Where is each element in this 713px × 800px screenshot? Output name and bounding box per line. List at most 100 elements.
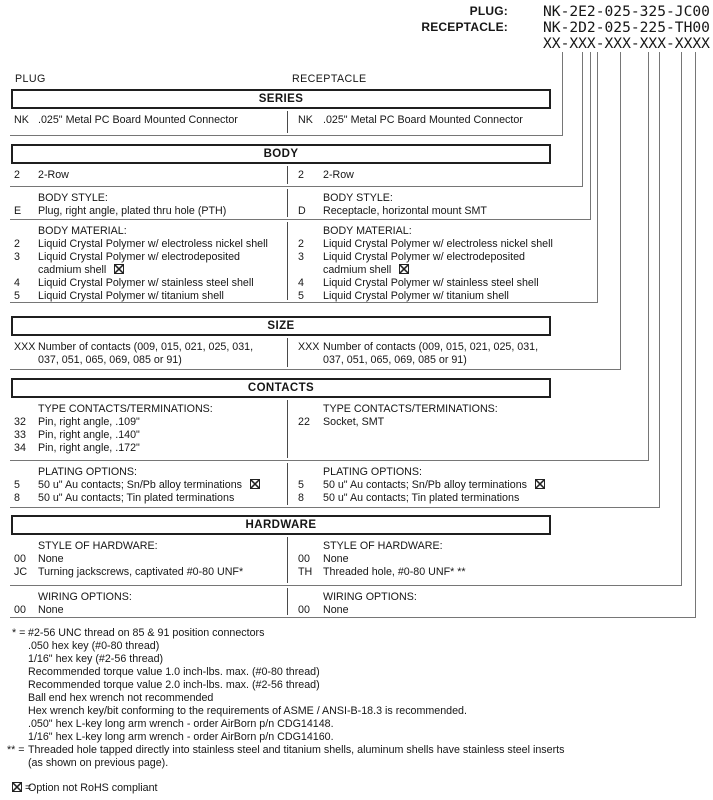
- option-code: XXX: [14, 341, 36, 353]
- subsection-heading: STYLE OF HARDWARE:: [38, 540, 158, 552]
- option-desc-line: .025" Metal PC Board Mounted Connector: [38, 114, 238, 126]
- option-row: 33 Pin, right angle, .140": [14, 429, 284, 442]
- option-desc-line: None: [38, 604, 64, 616]
- subsection-heading: STYLE OF HARDWARE:: [323, 540, 443, 552]
- option-desc: 2-Row: [323, 169, 563, 182]
- option-code: 32: [14, 416, 26, 428]
- option-code: 8: [298, 492, 304, 504]
- option-code: 34: [14, 442, 26, 454]
- column-divider: [287, 222, 288, 300]
- option-desc-line: cadmium shell: [38, 264, 284, 277]
- option-code: 2: [298, 169, 304, 181]
- option-desc: Liquid Crystal Polymer w/ electrodeposit…: [323, 251, 563, 277]
- option-desc: 50 u" Au contacts; Sn/Pb alloy terminati…: [323, 479, 563, 492]
- not-rohs-compliant-icon: [250, 479, 261, 489]
- subsection-bottom-line: [10, 585, 682, 586]
- option-desc: Liquid Crystal Polymer w/ electroless ni…: [323, 238, 563, 251]
- option-desc: Pin, right angle, .140": [38, 429, 284, 442]
- option-code: NK: [14, 114, 29, 126]
- subsection-bottom-line: [10, 219, 591, 220]
- connector-line-vertical: [695, 52, 696, 617]
- footnote-line: * =#2-56 UNC thread on 85 & 91 position …: [12, 627, 265, 639]
- option-desc-line: Threaded hole, #0-80 UNF* **: [323, 566, 466, 578]
- footnote-line: 1/16" hex L-key long arm wrench - order …: [28, 731, 334, 743]
- option-code: 5: [14, 479, 20, 491]
- option-code: 3: [298, 251, 304, 263]
- option-desc-line: Pin, right angle, .109": [38, 416, 140, 428]
- connector-line-vertical: [590, 52, 591, 219]
- option-desc-line: 2-Row: [38, 169, 69, 181]
- option-desc-line: Liquid Crystal Polymer w/ titanium shell: [323, 290, 509, 302]
- footnote-line: =Option not RoHS compliant: [0, 782, 578, 795]
- column-divider: [287, 111, 288, 133]
- footnote-line: Hex wrench key/bit conforming to the req…: [28, 705, 467, 717]
- option-code: 33: [14, 429, 26, 441]
- option-desc: None: [38, 553, 284, 566]
- option-code: 00: [14, 553, 26, 565]
- column-divider: [287, 166, 288, 184]
- section-header-size: SIZE: [11, 316, 551, 336]
- footnotes: * =#2-56 UNC thread on 85 & 91 position …: [0, 627, 578, 795]
- footnote-line: .050 hex key (#0-80 thread): [28, 640, 160, 652]
- option-desc-line: Pin, right angle, .140": [38, 429, 140, 441]
- option-desc: Threaded hole, #0-80 UNF* **: [323, 566, 563, 579]
- footnote-line: Recommended torque value 2.0 inch-lbs. m…: [28, 679, 320, 691]
- connector-line-vertical: [648, 52, 649, 460]
- option-desc: Liquid Crystal Polymer w/ electrodeposit…: [38, 251, 284, 277]
- option-desc: None: [323, 604, 563, 617]
- option-row: 34 Pin, right angle, .172": [14, 442, 284, 455]
- option-code: 2: [14, 169, 20, 181]
- connector-line-vertical: [659, 52, 660, 507]
- section-header-body: BODY: [11, 144, 551, 164]
- subsection-heading: BODY MATERIAL:: [323, 225, 412, 237]
- subsection-bottom-line: [10, 507, 660, 508]
- subsection-heading: WIRING OPTIONS:: [323, 591, 417, 603]
- footnote-line: ** =Threaded hole tapped directly into s…: [7, 744, 565, 769]
- option-desc: Turning jackscrews, captivated #0-80 UNF…: [38, 566, 284, 579]
- option-desc: Pin, right angle, .172": [38, 442, 284, 455]
- connector-line-vertical: [620, 52, 621, 369]
- option-desc-line: 50 u" Au contacts; Sn/Pb alloy terminati…: [38, 479, 284, 492]
- option-code: 00: [298, 553, 310, 565]
- option-desc-line: cadmium shell: [323, 264, 563, 277]
- option-desc-line: 50 u" Au contacts; Tin plated terminatio…: [323, 492, 520, 504]
- subsection-heading: TYPE CONTACTS/TERMINATIONS:: [323, 403, 498, 415]
- option-desc-line: 037, 051, 065, 069, 085 or 91): [38, 354, 182, 366]
- footnote-marker: ** =: [7, 744, 25, 756]
- column-label-plug: PLUG: [15, 73, 46, 85]
- footnote-line: .050" hex L-key long arm wrench - order …: [28, 718, 334, 730]
- option-desc: Liquid Crystal Polymer w/ electroless ni…: [38, 238, 284, 251]
- column-divider: [287, 189, 288, 217]
- option-desc-line: Number of contacts (009, 015, 021, 025, …: [323, 341, 539, 353]
- option-desc-line: Liquid Crystal Polymer w/ titanium shell: [38, 290, 224, 302]
- option-code: 5: [298, 290, 304, 302]
- option-desc-line: 50 u" Au contacts; Sn/Pb alloy terminati…: [323, 479, 563, 492]
- option-desc: Number of contacts (009, 015, 021, 025, …: [38, 341, 284, 367]
- option-desc: Liquid Crystal Polymer w/ stainless stee…: [323, 277, 563, 290]
- option-row: 2 2-Row: [298, 169, 563, 182]
- option-desc: Liquid Crystal Polymer w/ titanium shell: [323, 290, 563, 303]
- option-desc-line: Receptacle, horizontal mount SMT: [323, 205, 487, 217]
- subsection-bottom-line: [10, 135, 563, 136]
- option-column-right: 2 2-Row: [298, 164, 563, 182]
- column-divider: [287, 463, 288, 505]
- option-code: 2: [298, 238, 304, 250]
- option-desc: 50 u" Au contacts; Tin plated terminatio…: [323, 492, 563, 505]
- subsection-heading: PLATING OPTIONS:: [323, 466, 422, 478]
- option-code: JC: [14, 566, 28, 578]
- option-desc-line: 037, 051, 065, 069, 085 or 91): [323, 354, 467, 366]
- option-code: 8: [14, 492, 20, 504]
